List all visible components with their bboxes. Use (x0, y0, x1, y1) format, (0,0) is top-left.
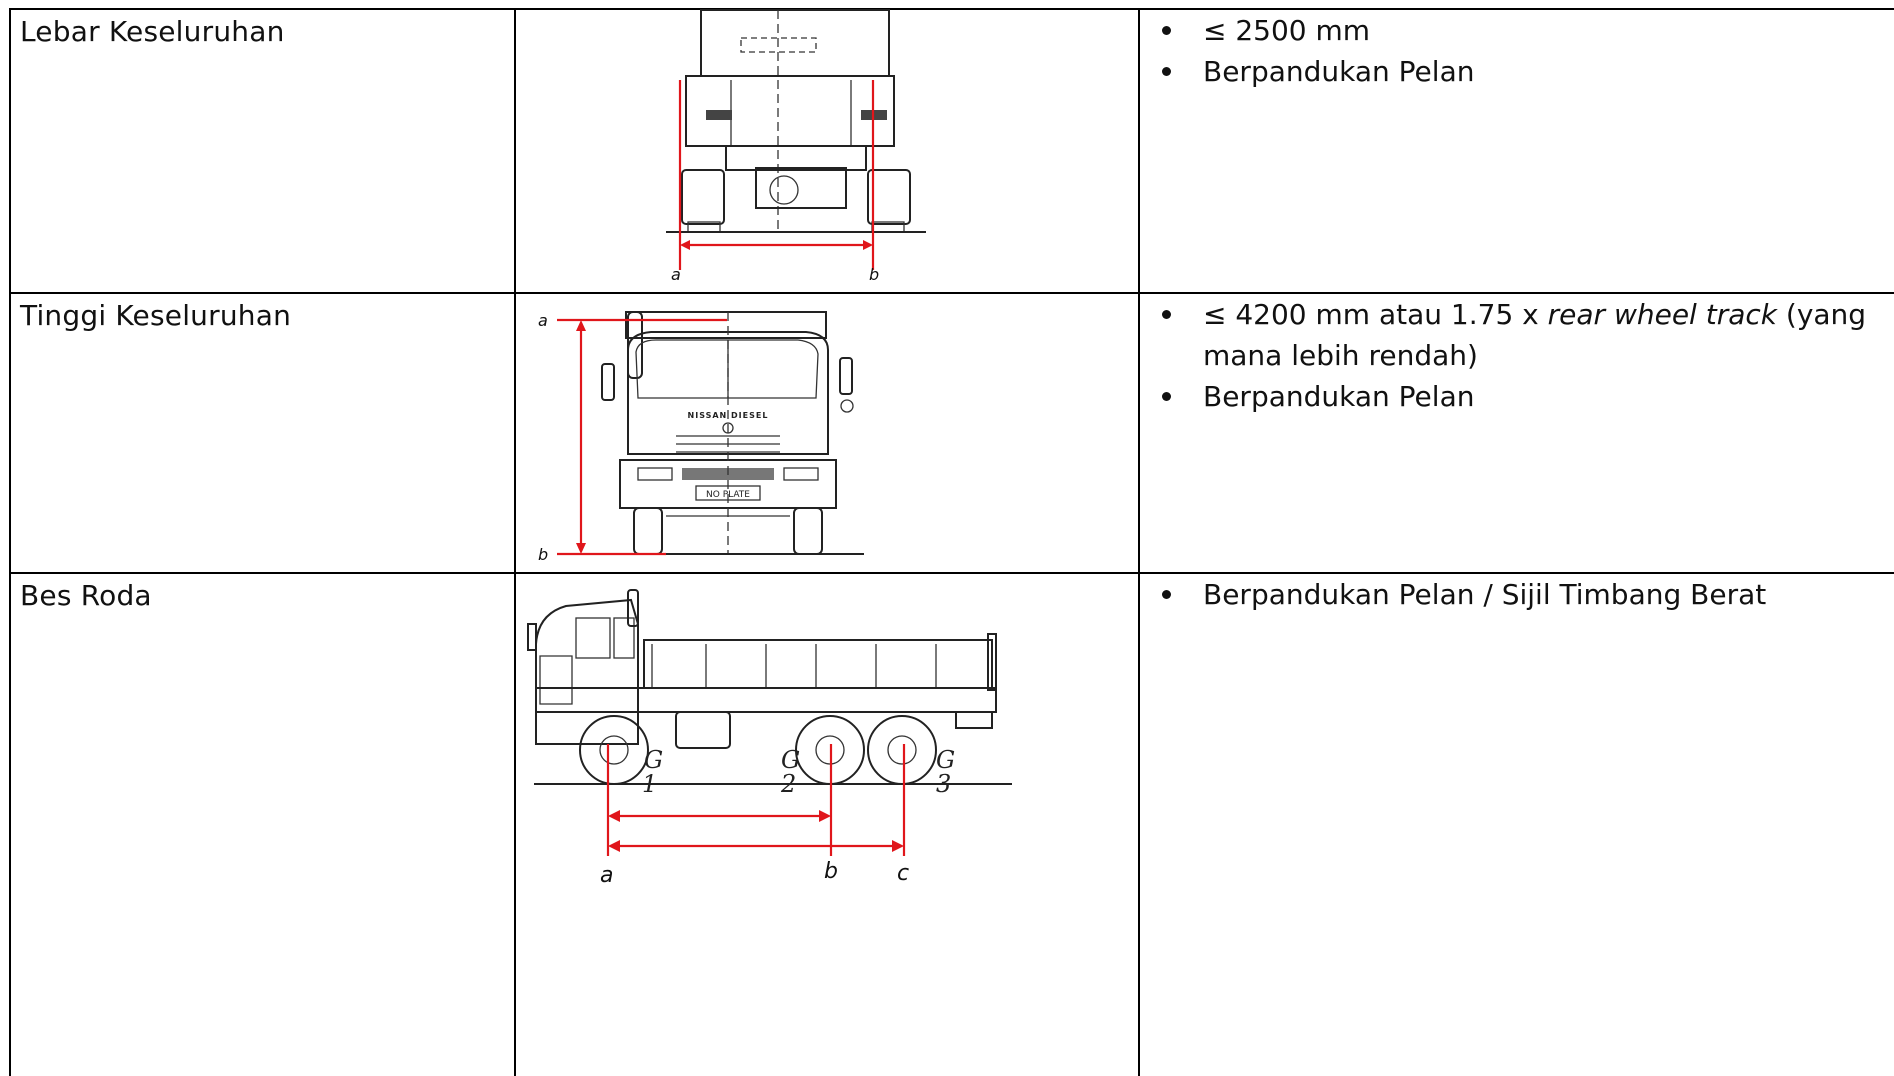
truck-side-view-drawing (527, 589, 1012, 785)
requirement-text: ≤ 4200 mm atau 1.75 x (1203, 298, 1548, 331)
axle-label-letter: G (644, 746, 663, 774)
requirements-cell: Berpandukan Pelan / Sijil Timbang Berat (1140, 574, 1892, 1076)
row-divider-1 (9, 292, 1894, 294)
requirement-item: ≤ 4200 mm atau 1.75 x rear wheel track (… (1140, 294, 1892, 376)
requirement-item: ≤ 2500 mm (1140, 10, 1892, 51)
wheelbase-diagram: G 1 G 2 G 3 a b c (516, 574, 1138, 1076)
axle-label-number: 1 (642, 770, 657, 798)
table-border-top (9, 8, 1894, 10)
overall-height-diagram: NISSAN DIESEL NO PLATE (516, 294, 1138, 572)
truck-rear-view-drawing (666, 9, 926, 233)
row-divider-2 (9, 572, 1894, 574)
marker-a: a (671, 265, 681, 284)
requirements-list: ≤ 4200 mm atau 1.75 x rear wheel track (… (1140, 294, 1892, 417)
requirements-list: ≤ 2500 mm Berpandukan Pelan (1140, 10, 1892, 92)
requirements-list: Berpandukan Pelan / Sijil Timbang Berat (1140, 574, 1892, 615)
axle-label-letter: G (781, 746, 800, 774)
table-row-label: Bes Roda (20, 579, 152, 612)
requirement-item: Berpandukan Pelan (1140, 51, 1892, 92)
requirement-text: (yang mana lebih rendah) (1203, 298, 1867, 372)
column-divider-1 (514, 8, 516, 1076)
spec-table: Lebar Keseluruhan (9, 8, 1894, 1076)
marker-a: a (600, 863, 613, 888)
column-divider-2 (1138, 8, 1140, 1076)
table-row-label: Tinggi Keseluruhan (20, 299, 292, 332)
axle-label-number: 3 (936, 770, 951, 798)
table-border-left (9, 8, 11, 1076)
requirements-cell: ≤ 2500 mm Berpandukan Pelan (1140, 10, 1892, 292)
requirement-item: Berpandukan Pelan (1140, 376, 1892, 417)
axle-label-number: 2 (780, 770, 796, 798)
marker-b: b (824, 859, 838, 884)
requirement-text-italic: rear wheel track (1547, 298, 1777, 331)
marker-b: b (538, 545, 548, 564)
marker-c: c (897, 861, 909, 886)
table-row-label: Lebar Keseluruhan (20, 15, 285, 48)
requirements-cell: ≤ 4200 mm atau 1.75 x rear wheel track (… (1140, 294, 1892, 572)
axle-label-letter: G (936, 746, 955, 774)
marker-b: b (869, 265, 879, 284)
requirement-item: Berpandukan Pelan / Sijil Timbang Berat (1140, 574, 1892, 615)
truck-front-view-drawing: NISSAN DIESEL NO PLATE (601, 311, 864, 555)
overall-width-diagram: a b (516, 9, 1138, 292)
marker-a: a (538, 311, 548, 330)
